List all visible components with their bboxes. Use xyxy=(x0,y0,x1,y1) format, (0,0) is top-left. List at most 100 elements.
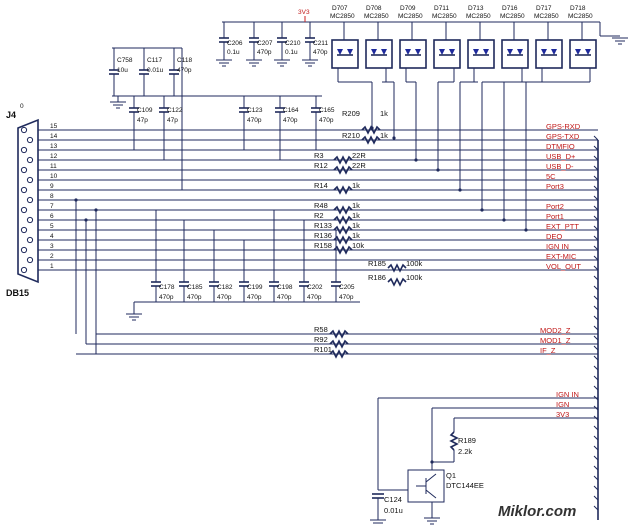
diode-ref: D713 xyxy=(468,5,484,12)
net-label: IGN IN xyxy=(556,390,579,399)
diode-package xyxy=(569,39,597,69)
diode-package xyxy=(501,39,529,69)
resistor-zigzag xyxy=(361,135,381,145)
cap-value: 470p xyxy=(159,294,174,301)
connector-pin-number: 9 xyxy=(50,183,54,190)
diode-part: MC2850 xyxy=(432,13,457,20)
connector-pin-number: 11 xyxy=(50,163,57,170)
net-label: 5C xyxy=(546,172,556,181)
bus-entry-tick xyxy=(593,275,599,281)
cap-ref: C199 xyxy=(247,284,263,291)
resistor-value: 1k xyxy=(352,211,360,220)
resistor-value: 22R xyxy=(352,161,366,170)
resistor-zigzag xyxy=(333,225,353,235)
bus-entry-tick xyxy=(593,225,599,231)
connector-part: DB15 xyxy=(6,288,29,298)
diode-triangle xyxy=(507,49,513,55)
bus-entry-tick xyxy=(593,495,599,501)
resistor-zigzag xyxy=(333,235,353,245)
cap-value: 470p xyxy=(277,294,292,301)
connector-pin-number: 8 xyxy=(50,193,54,200)
cap-ref: C758 xyxy=(117,57,133,64)
junction-dot xyxy=(74,198,78,202)
cap-value: 470p xyxy=(247,294,262,301)
net-label: EXT_PTT xyxy=(546,222,579,231)
resistor-zigzag xyxy=(329,339,349,349)
diode-part: MC2850 xyxy=(330,13,355,20)
junction-dot xyxy=(392,136,396,140)
bus-entry-tick xyxy=(593,235,599,241)
resistor-value: 100k xyxy=(406,273,423,282)
resistor-ref: R133 xyxy=(314,221,332,230)
q1-transistor-symbol xyxy=(416,473,437,499)
cap-ref: C109 xyxy=(137,107,153,114)
diode-triangle xyxy=(575,49,581,55)
bus-entry-tick xyxy=(593,175,599,181)
resistor-zigzag xyxy=(329,329,349,339)
resistor-zigzag xyxy=(361,125,381,135)
connector-pin-circle xyxy=(20,146,28,154)
connector-pin-number: 5 xyxy=(50,223,54,230)
net-label: DEO xyxy=(546,232,562,241)
connector-pin-circle xyxy=(20,126,28,134)
supply-label: 3V3 xyxy=(298,9,310,16)
cap-value: 470p xyxy=(307,294,322,301)
bus-entry-tick xyxy=(593,195,599,201)
connector-pin-number: 4 xyxy=(50,233,54,240)
ground-symbol-left xyxy=(110,96,126,109)
cap-value: 47p xyxy=(167,117,178,124)
resistor-ref: R209 xyxy=(342,109,360,118)
net-label: IGN xyxy=(556,400,569,409)
connector-pin-number: 14 xyxy=(50,133,58,140)
diode-triangle xyxy=(473,49,479,55)
resistor-ref: R48 xyxy=(314,201,328,210)
diode-ref: D718 xyxy=(570,5,586,12)
connector-pin-circle xyxy=(26,196,34,204)
diode-triangle xyxy=(541,49,547,55)
bus-entry-tick xyxy=(593,325,599,331)
bus-entry-tick xyxy=(593,465,599,471)
resistor-ref: R3 xyxy=(314,151,324,160)
junction-dot xyxy=(84,218,88,222)
cap-value: 470p xyxy=(247,117,262,124)
cap-ref: C205 xyxy=(339,284,355,291)
cap-value: 470p xyxy=(217,294,232,301)
diode-triangle xyxy=(483,49,489,55)
net-label: Port1 xyxy=(546,212,564,221)
c124-ref: C124 xyxy=(384,495,402,504)
diode-ref: D709 xyxy=(400,5,416,12)
bus-entry-tick xyxy=(593,375,599,381)
q1-ref: Q1 xyxy=(446,471,456,480)
connector-pin-number: 7 xyxy=(50,203,54,210)
diode-ref: D707 xyxy=(332,5,348,12)
junction-dot xyxy=(430,460,434,464)
cap-ref: C122 xyxy=(167,107,183,114)
cap-value: 470p xyxy=(257,49,272,56)
cap-value: 470p xyxy=(313,49,328,56)
resistor-ref: R158 xyxy=(314,241,332,250)
resistor-value: 10k xyxy=(352,241,364,250)
resistor-value: 1k xyxy=(352,221,360,230)
resistor-value: 22R xyxy=(352,151,366,160)
resistor-zigzag xyxy=(333,185,353,195)
connector-pin-circle xyxy=(20,206,28,214)
cap-ref: C164 xyxy=(283,107,299,114)
diode-package xyxy=(331,39,359,69)
connector-pin-circle xyxy=(26,156,34,164)
connector-ref: J4 xyxy=(6,110,16,120)
connector-pin-circle xyxy=(20,166,28,174)
signal-lines xyxy=(60,129,598,354)
resistor-ref: R185 xyxy=(368,259,386,268)
diode-package xyxy=(433,39,461,69)
net-label: MOD1_Z xyxy=(540,336,571,345)
diode-package xyxy=(467,39,495,69)
diode-array: D707MC2850D708MC2850D709MC2850D711MC2850… xyxy=(330,5,597,232)
resistor-value: 1k xyxy=(352,231,360,240)
diode-triangle xyxy=(405,49,411,55)
cap-value: 10u xyxy=(117,67,128,74)
